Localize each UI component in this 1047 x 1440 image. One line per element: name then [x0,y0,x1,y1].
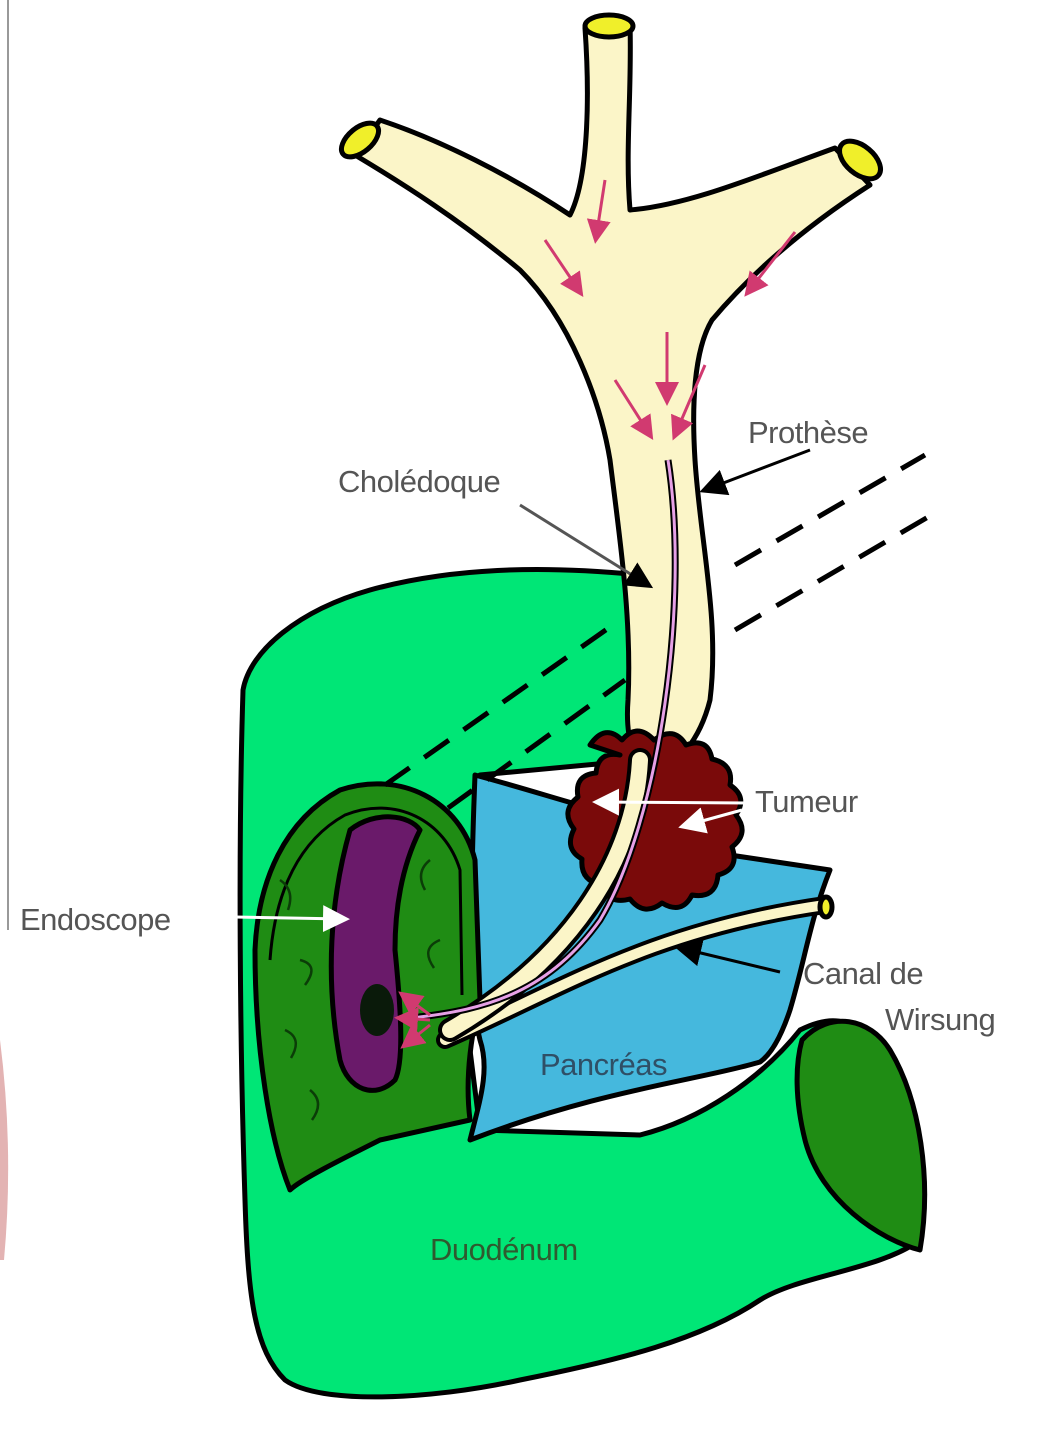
leader-endoscope [235,917,344,919]
endoscope-tip [360,984,394,1036]
label-choledoque: Cholédoque [338,464,500,499]
background-red-texture [0,1040,8,1260]
wirsung-opening [820,897,832,917]
label-duodenum: Duodénum [430,1232,578,1267]
label-canal-line1: Canal de [803,956,923,991]
duct-opening-top [585,15,633,37]
label-pancreas: Pancréas [540,1047,667,1082]
label-prothese: Prothèse [748,415,868,450]
label-endoscope: Endoscope [20,902,171,937]
leader-prothese [705,450,810,490]
label-tumeur: Tumeur [755,784,858,819]
label-canal-line2: Wirsung [885,1002,995,1037]
leader-tumeur-1 [598,802,748,803]
